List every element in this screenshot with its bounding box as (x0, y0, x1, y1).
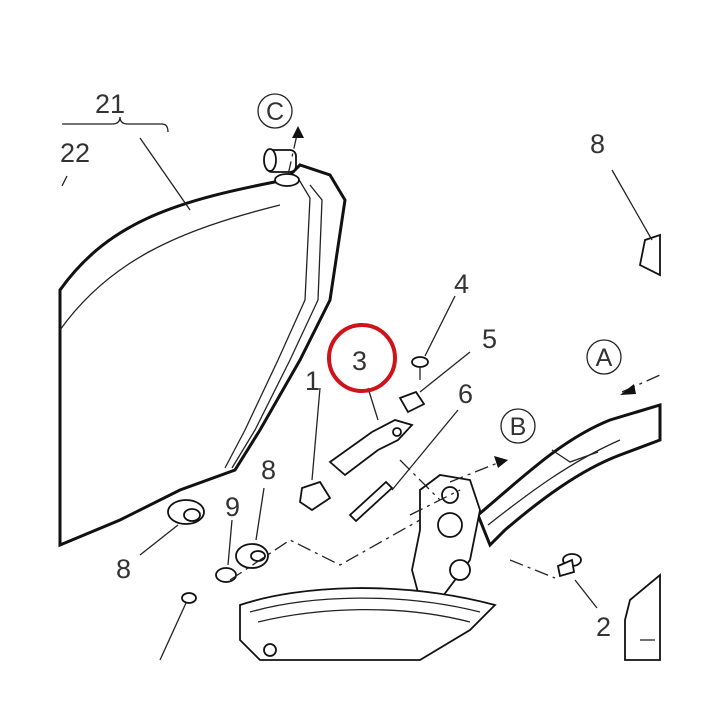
label-part-2: 2 (596, 612, 611, 642)
label-part-8-left: 8 (116, 554, 131, 584)
grommet-part-8-top (611, 169, 653, 241)
nut-part-5 (398, 351, 471, 414)
label-part-3: 3 (352, 346, 367, 376)
label-part-22: 22 (60, 138, 90, 168)
screw-part-4 (411, 295, 456, 380)
fairing-panel (58, 148, 347, 548)
washer-part-9 (215, 519, 237, 583)
label-part-8-mid: 8 (261, 455, 276, 485)
arrow-heads (292, 126, 636, 468)
callout-B: B (500, 408, 536, 444)
callout-C: C (257, 93, 293, 129)
grommet-part-8-left (139, 499, 205, 556)
callout-A: A (586, 339, 622, 375)
label-part-8-top: 8 (590, 129, 605, 159)
label-21-bracket (61, 116, 191, 211)
grommet-part-8-mid (235, 487, 269, 569)
svg-text:B: B (510, 413, 527, 441)
bracket-part-3 (328, 387, 414, 477)
rod-part-6 (348, 409, 459, 523)
clip-part-1 (299, 387, 332, 512)
svg-text:C: C (266, 98, 284, 126)
screw-bottom-left (159, 592, 197, 661)
svg-text:A: A (596, 344, 613, 372)
label-part-5: 5 (482, 324, 497, 354)
label-part-9: 9 (225, 492, 240, 522)
label-part-4: 4 (454, 269, 469, 299)
bolt-part-2 (556, 553, 598, 609)
label-part-21: 21 (95, 89, 125, 119)
label-part-6: 6 (458, 379, 473, 409)
label-part-1: 1 (305, 366, 320, 396)
frame-subassembly (239, 233, 662, 661)
highlight-ring (327, 323, 397, 393)
